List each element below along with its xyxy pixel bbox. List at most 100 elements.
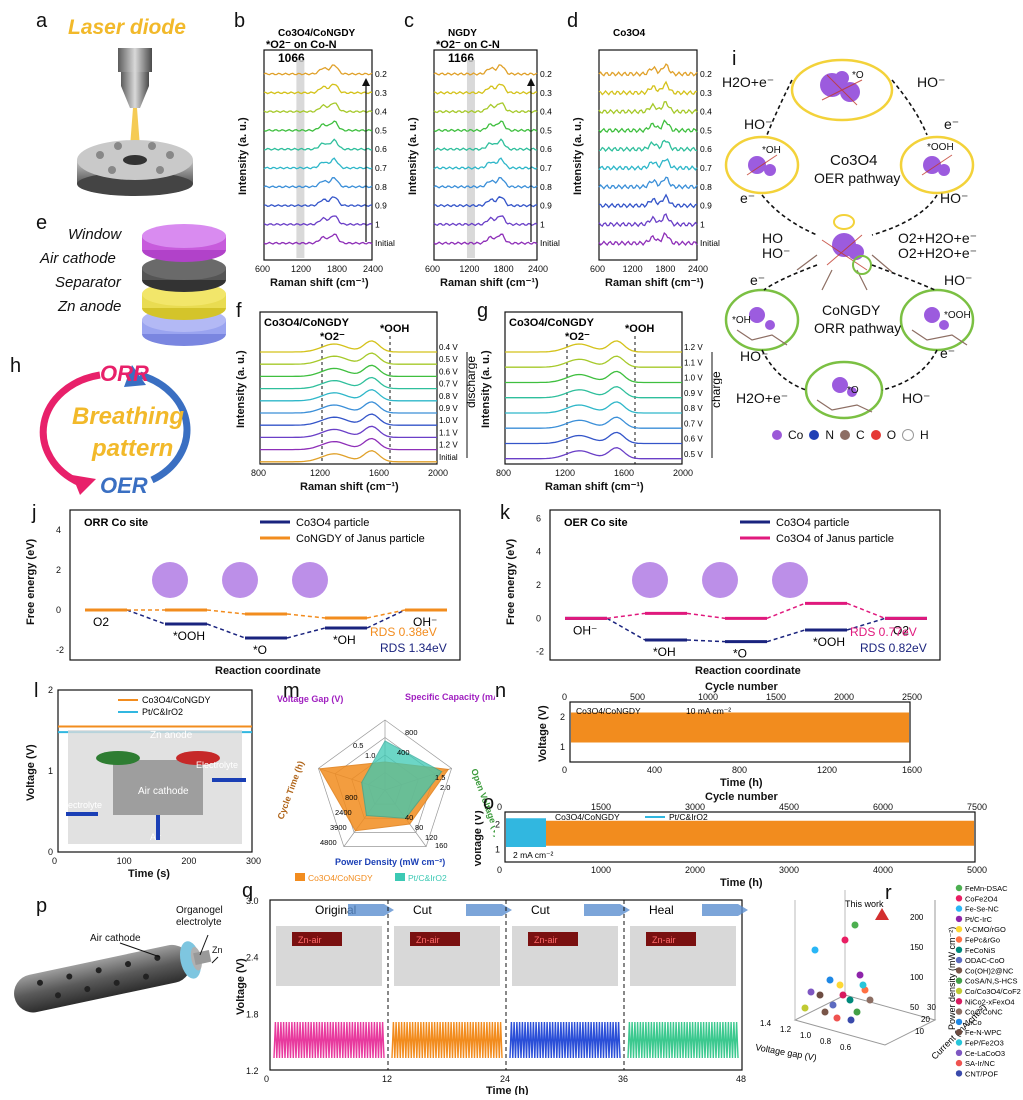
cluster-blob (772, 562, 808, 598)
y-tick-label: 2 (56, 565, 61, 575)
legend-label: CoSA/N,S-HCS (965, 977, 1018, 986)
site-label: *O (852, 70, 864, 81)
laser-diode-title: Laser diode (68, 16, 186, 39)
top-tick-label: 0 (497, 802, 502, 812)
data-point (816, 991, 824, 999)
level-label: 0.4 V (439, 343, 458, 352)
legend-label: NiCo2-xFexO4 (965, 997, 1015, 1006)
plot-frame (504, 311, 683, 465)
legend-dot (955, 884, 963, 892)
y-tick-label: 4 (56, 525, 61, 535)
raman-chart-c: NGDY*O2⁻ on C-N11660.20.30.40.50.60.70.8… (407, 28, 560, 289)
oer-label: OER (100, 473, 148, 498)
data-point (847, 1016, 855, 1024)
y-tick-label: 2.4 (246, 953, 259, 963)
spectrum-line (433, 138, 538, 151)
panel-p: p Organogel electrolyte Air cathode Zn (0, 895, 235, 1025)
level-label: 0.4 (700, 107, 712, 117)
breathing-label: Breathing (72, 403, 185, 430)
radar-tick-label: 400 (397, 748, 410, 757)
rds-label: RDS 0.38eV (370, 625, 437, 639)
panel-label: p (36, 895, 48, 917)
catalytic-pathway-diagram (724, 58, 975, 420)
cluster-blob (702, 562, 738, 598)
energy-connector (606, 612, 646, 620)
spectrum-line (263, 233, 373, 245)
highlight-band (466, 60, 475, 258)
level-label: 0.3 (540, 88, 552, 98)
energy-connector (286, 613, 326, 619)
voltage-trace (509, 1021, 621, 1059)
legend-label: SA-Ir/NC (965, 1059, 996, 1068)
plot-frame (569, 701, 911, 763)
x-axis-label: Time (h) (486, 1085, 529, 1095)
voltage-trace (627, 1021, 739, 1059)
y-tick-label: 30 (927, 1003, 936, 1012)
spectrum-line (598, 100, 698, 115)
legend-label: CoNGDY of Janus particle (296, 533, 425, 545)
spectrum-line (260, 413, 437, 426)
direction-label: discharge (464, 356, 477, 408)
legend-dot (955, 1018, 963, 1026)
plot-frame (57, 689, 253, 853)
y-tick-label: 4 (536, 547, 541, 557)
state-label: *OH (653, 645, 676, 659)
stage-label: Cut (531, 903, 550, 917)
y-axis-label: Free energy (eV) (505, 538, 517, 625)
site-label: *OOH (927, 142, 954, 153)
legend-dot (955, 1039, 963, 1046)
x-tick-label: 36 (618, 1074, 628, 1084)
congdy-label: CoNGDY (822, 302, 881, 318)
state-label: *OOH (813, 635, 845, 649)
led-sign-text: Zn-air (652, 935, 676, 945)
y-axis-label: Voltage (V) (25, 744, 37, 801)
data-point (841, 936, 849, 944)
x-tick-label: 1200 (623, 264, 643, 274)
orr-label: ORR (100, 361, 149, 386)
radar-tick-label: 1.5 (435, 773, 445, 782)
x-tick-label: 1200 (459, 264, 479, 274)
x-tick-label: 12 (382, 1074, 392, 1084)
spectrum-line (433, 83, 538, 95)
species-label: HO⁻ (744, 116, 773, 132)
chart-title: ORR Co site (84, 517, 148, 529)
species-label: HO⁻ (740, 348, 769, 364)
direction-label: charge (709, 371, 722, 408)
level-label: 0.5 (375, 125, 387, 135)
x-tick-label: 2400 (528, 264, 548, 274)
level-label: Initial (540, 238, 560, 248)
level-label: 0.9 V (684, 389, 703, 398)
x-tick-label: 2400 (363, 264, 383, 274)
x-tick-label: 4000 (873, 865, 893, 875)
level-label: Initial (439, 453, 458, 462)
spectrum-line (264, 196, 373, 208)
panel-label: i (732, 48, 737, 70)
level-label: 1.2 V (439, 441, 458, 450)
chart-title: Co3O4 (613, 28, 646, 39)
led-sign (528, 932, 578, 946)
y-tick-label: 2 (495, 820, 500, 830)
pattern-label: pattern (92, 435, 174, 462)
energy-connector (206, 609, 246, 615)
x-axis-label: Reaction coordinate (215, 665, 321, 677)
cycling-band (506, 820, 974, 846)
top-tick-label: 7500 (967, 802, 987, 812)
legend-dot (955, 915, 963, 923)
legend-label: Co/Co3O4/CoF2 (965, 987, 1021, 996)
panel-label: o (483, 792, 495, 814)
legend-label: Co3O4/CoNGDY (308, 873, 373, 883)
radar-axis-label: Cycle Time (h) (275, 760, 305, 821)
energy-connector (286, 627, 326, 639)
legend-label: Co3O4/CoNGDY (576, 706, 641, 716)
spectrum-line (433, 176, 538, 189)
y-axis-label: Free energy (eV) (25, 538, 37, 625)
level-label: 0.6 (700, 144, 712, 154)
stage-arrow (348, 904, 394, 916)
y-tick-label: -2 (536, 647, 544, 657)
